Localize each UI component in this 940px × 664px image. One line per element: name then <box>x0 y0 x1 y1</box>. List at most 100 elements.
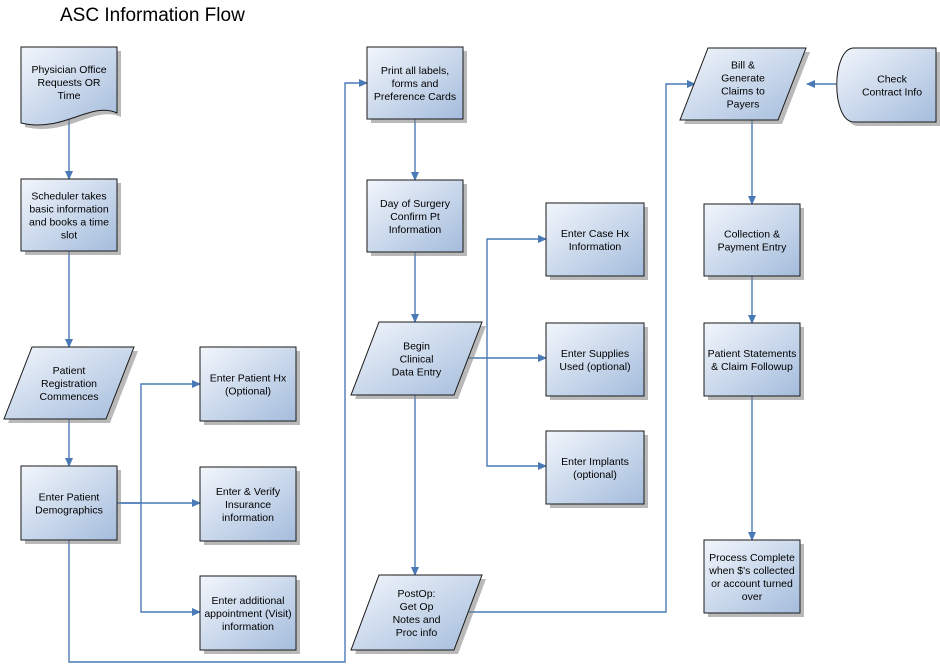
node-label-line: slot <box>61 230 77 242</box>
node-shape <box>836 47 937 123</box>
node-shape <box>703 322 801 397</box>
node-shape <box>20 46 118 126</box>
node-label-line: Demographics <box>35 505 103 517</box>
node-label-line: when $'s collected <box>708 565 795 577</box>
node-label-line: Proc info <box>396 627 438 639</box>
node-label-line: Process Complete <box>709 552 795 564</box>
node-shape <box>350 574 483 651</box>
node-shape <box>545 202 645 277</box>
node-label-line: basic information <box>29 204 109 216</box>
node-label-line: Scheduler takes <box>31 191 106 203</box>
node-label-line: Get Op <box>400 601 434 613</box>
node-label-line: Begin <box>403 341 430 353</box>
node-label-line: Physician Office <box>31 64 106 76</box>
node-label-line: Data Entry <box>392 367 442 379</box>
node-label-line: Notes and <box>393 614 441 626</box>
node-label-line: Time <box>58 90 81 102</box>
node-label-line: Enter Case Hx <box>561 228 630 240</box>
node-shape <box>703 539 801 614</box>
node-label-line: Contract Info <box>862 87 922 99</box>
node-label-line: & Claim Followup <box>711 361 793 373</box>
node-label-line: Payers <box>727 99 760 111</box>
node-label-line: (Optional) <box>225 386 271 398</box>
node-shape <box>350 321 483 396</box>
node-shape <box>679 47 807 121</box>
node-shape <box>199 466 297 542</box>
node-label-line: Print all labels, <box>381 65 449 77</box>
node-label-line: Information <box>389 224 442 236</box>
node-shape <box>366 179 464 253</box>
flow-arrow <box>486 358 547 470</box>
node-label-line: Confirm Pt <box>390 211 440 223</box>
node-label-line: Enter Implants <box>561 456 629 468</box>
node-implants: Enter Implants(optional) <box>545 430 648 508</box>
node-label-line: Registration <box>41 378 97 390</box>
node-shape <box>545 322 645 397</box>
node-label-line: Collection & <box>724 229 780 241</box>
node-label-line: Generate <box>721 73 765 85</box>
node-label-line: Enter Supplies <box>561 348 629 360</box>
node-shape <box>545 430 645 505</box>
node-label-line: Claims to <box>721 86 765 98</box>
node-shape <box>366 46 464 120</box>
node-label-line: Clinical <box>400 354 434 366</box>
node-label-line: Enter additional <box>212 595 285 607</box>
node-label-line: Check <box>877 74 908 86</box>
node-label-line: forms and <box>392 78 439 90</box>
node-label-line: Preference Cards <box>374 91 456 103</box>
node-label-line: Used (optional) <box>559 361 630 373</box>
node-label-line: Patient <box>53 365 86 377</box>
node-shape <box>703 203 801 277</box>
flow-arrow <box>117 380 201 504</box>
node-shape <box>199 575 297 651</box>
node-label-line: over <box>742 591 763 603</box>
node-label-line: or account turned <box>711 578 793 590</box>
diagram-title: ASC Information Flow <box>60 5 245 26</box>
node-label-line: Payment Entry <box>718 242 788 254</box>
connectors <box>65 79 836 663</box>
node-label-line: Information <box>569 241 622 253</box>
node-shape <box>199 346 297 422</box>
node-label-line: Day of Surgery <box>380 198 451 210</box>
node-label-line: Commences <box>40 391 99 403</box>
node-label-line: Patient Statements <box>708 348 797 360</box>
node-label-line: information <box>222 621 274 633</box>
flow-arrow <box>486 235 547 358</box>
flow-arrow <box>68 79 368 663</box>
node-label-line: appointment (Visit) <box>204 608 291 620</box>
node-patient-statements: Patient Statements& Claim Followup <box>703 322 804 400</box>
node-label-line: Enter Patient <box>39 492 100 504</box>
node-label-line: Insurance <box>225 499 271 511</box>
node-enter-patient-hx: Enter Patient Hx(Optional) <box>199 346 300 425</box>
node-shape <box>20 178 118 252</box>
node-shape <box>3 346 135 420</box>
flow-arrow <box>140 503 201 616</box>
node-label-line: information <box>222 512 274 524</box>
node-label-line: Enter Patient Hx <box>210 373 287 385</box>
node-shape <box>20 465 118 541</box>
node-label-line: PostOp: <box>398 588 436 600</box>
node-label-line: Bill & <box>731 60 755 72</box>
node-label-line: and books a time <box>29 217 109 229</box>
node-label-line: Enter & Verify <box>216 486 281 498</box>
node-label-line: (optional) <box>573 469 617 481</box>
node-collection-payment: Collection &Payment Entry <box>703 203 804 280</box>
node-label-line: Requests OR <box>37 77 100 89</box>
